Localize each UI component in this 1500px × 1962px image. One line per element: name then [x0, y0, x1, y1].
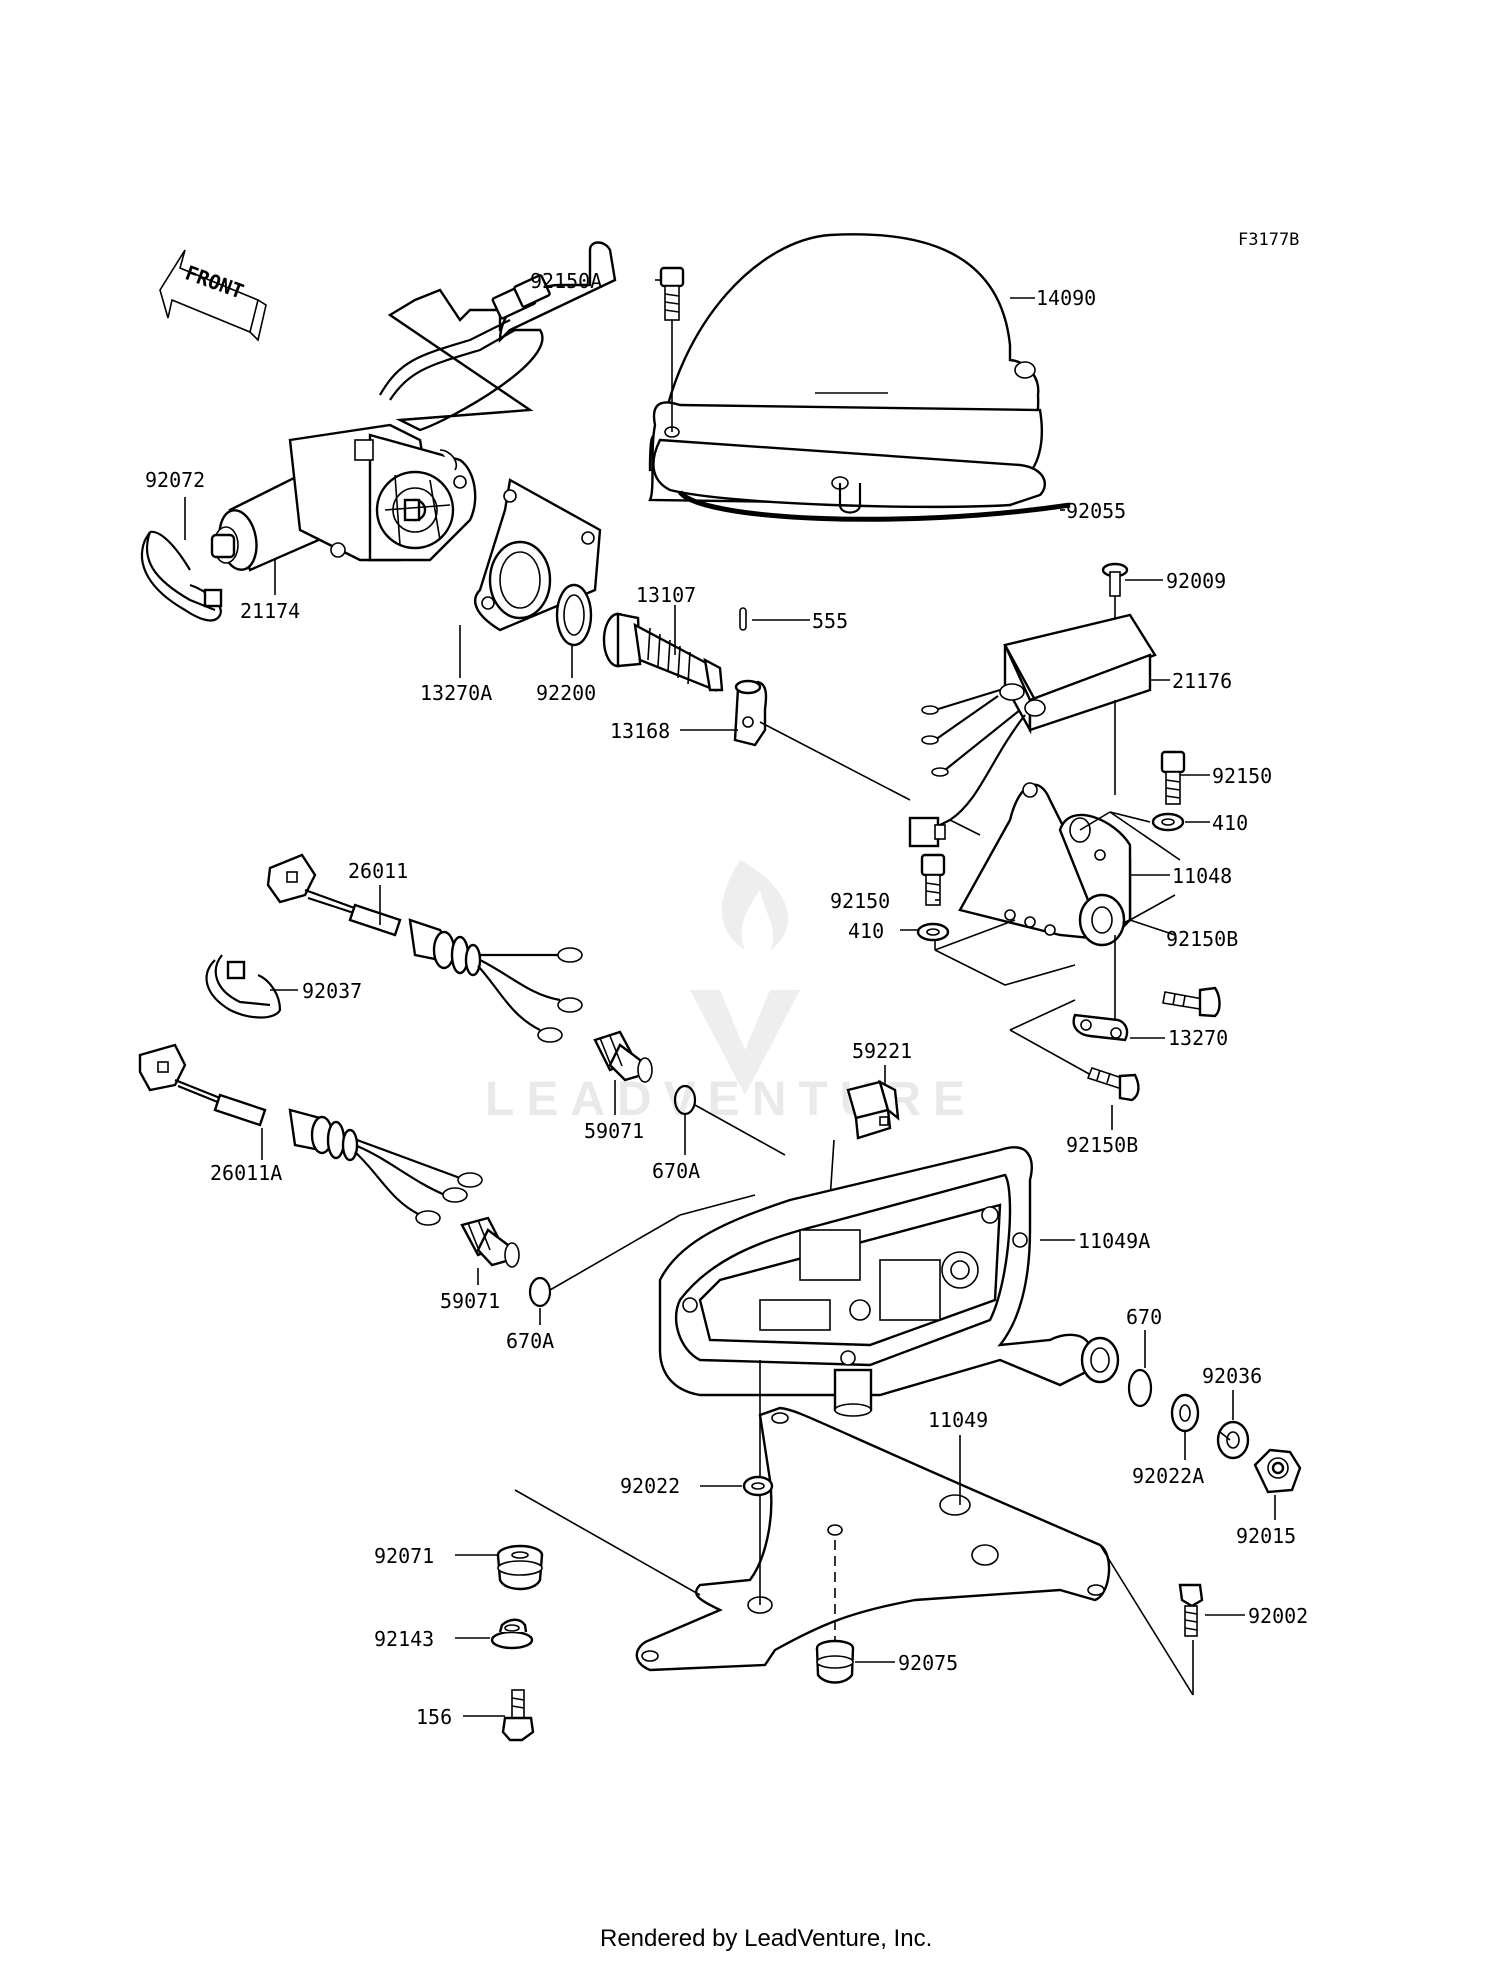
- label-670A: 670A: [652, 1159, 700, 1183]
- label-92150-lower: 92150: [830, 889, 890, 913]
- label-555: 555: [812, 609, 848, 633]
- label-21174: 21174: [240, 599, 300, 623]
- bolt-92150B-upper: [1162, 986, 1221, 1018]
- grommet-92075: [815, 1639, 855, 1684]
- label-92150A: 92150A: [530, 269, 602, 293]
- label-13270: 13270: [1168, 1026, 1228, 1050]
- label-13168: 13168: [610, 719, 670, 743]
- label-13107: 13107: [636, 583, 696, 607]
- label-11049A: 11049A: [1078, 1229, 1150, 1253]
- strap-92037: [205, 954, 282, 1019]
- bolt-156: [501, 1689, 535, 1742]
- part-labels: 92150A 14090 92055 92072 21174 13270A 92…: [145, 269, 1308, 1729]
- label-11048: 11048: [1172, 864, 1232, 888]
- label-14090: 14090: [1036, 286, 1096, 310]
- pin-555: [739, 607, 747, 631]
- label-92075: 92075: [898, 1651, 958, 1675]
- bolt-92150A: [659, 266, 685, 432]
- washer-410-lower: [916, 919, 1076, 986]
- lever-13168: [733, 679, 981, 836]
- label-26011A: 26011A: [210, 1161, 282, 1185]
- label-11049: 11049: [928, 1408, 988, 1432]
- bolt-92150B-lower: [1086, 1067, 1140, 1102]
- strap-92072: [140, 530, 223, 622]
- label-92002: 92002: [1248, 1604, 1308, 1628]
- lockwasher-92036: [1216, 1420, 1250, 1460]
- label-92022A: 92022A: [1132, 1464, 1204, 1488]
- label-92072: 92072: [145, 468, 205, 492]
- label-92071: 92071: [374, 1544, 434, 1568]
- label-59071-lower: 59071: [440, 1289, 500, 1313]
- label-21176: 21176: [1172, 669, 1232, 693]
- bolt-92002: [1099, 1544, 1204, 1696]
- watermark: LEADVENTURE: [485, 860, 977, 1126]
- label-92055: 92055: [1066, 499, 1126, 523]
- nut-92015: [1253, 1448, 1302, 1494]
- sensor-harness-26011A: [138, 1043, 483, 1226]
- label-92150: 92150: [1212, 764, 1272, 788]
- label-156: 156: [416, 1705, 452, 1729]
- front-arrow-icon: FRONT: [159, 249, 267, 342]
- plate-13270: [1009, 999, 1129, 1081]
- motor-21174: [210, 241, 617, 572]
- washer-410-upper: [1109, 811, 1185, 832]
- watermark-text: LEADVENTURE: [485, 1073, 977, 1126]
- cover-14090: [648, 233, 1071, 522]
- label-59221: 59221: [852, 1039, 912, 1063]
- label-410-lower: 410: [848, 919, 884, 943]
- washer-92022A: [1170, 1393, 1200, 1433]
- controller-21176: [908, 613, 1157, 848]
- oring-670A-lower: [528, 1276, 552, 1308]
- label-13270A: 13270A: [420, 681, 492, 705]
- label-410: 410: [1212, 811, 1248, 835]
- label-670: 670: [1126, 1305, 1162, 1329]
- label-92037: 92037: [302, 979, 362, 1003]
- label-92015: 92015: [1236, 1524, 1296, 1548]
- leader-lines: [184, 279, 1276, 1717]
- switch-59221: [829, 1079, 900, 1266]
- label-670A-lower: 670A: [506, 1329, 554, 1353]
- grommet-92071: [496, 1489, 701, 1596]
- washer-92200: [555, 583, 593, 647]
- collar-92143: [490, 1618, 534, 1650]
- case-11049A: [658, 1146, 1120, 1417]
- bolt-92150-upper: [1160, 750, 1186, 805]
- washer-92022: [742, 1475, 774, 1497]
- label-92143: 92143: [374, 1627, 434, 1651]
- label-26011: 26011: [348, 859, 408, 883]
- label-92022: 92022: [620, 1474, 680, 1498]
- sensor-59071-upper: [593, 1030, 653, 1083]
- shaft-13107: [602, 612, 724, 692]
- sensor-59071-lower: [460, 1216, 520, 1268]
- diagram-code: F3177B: [1238, 230, 1299, 250]
- sensor-harness-26011: [266, 853, 583, 1043]
- oring-670A-upper: [673, 1084, 697, 1116]
- label-92009: 92009: [1166, 569, 1226, 593]
- oring-670: [1127, 1368, 1153, 1408]
- label-59071: 59071: [584, 1119, 644, 1143]
- bolt-92150-lower: [920, 853, 946, 906]
- plate-11049: [635, 1360, 1111, 1672]
- label-92200: 92200: [536, 681, 596, 705]
- label-92150B: 92150B: [1166, 927, 1238, 951]
- footer-credit: Rendered by LeadVenture, Inc.: [600, 1925, 932, 1952]
- bracket-11048: [958, 782, 1181, 1040]
- label-92150B-lower: 92150B: [1066, 1133, 1138, 1157]
- label-92036: 92036: [1202, 1364, 1262, 1388]
